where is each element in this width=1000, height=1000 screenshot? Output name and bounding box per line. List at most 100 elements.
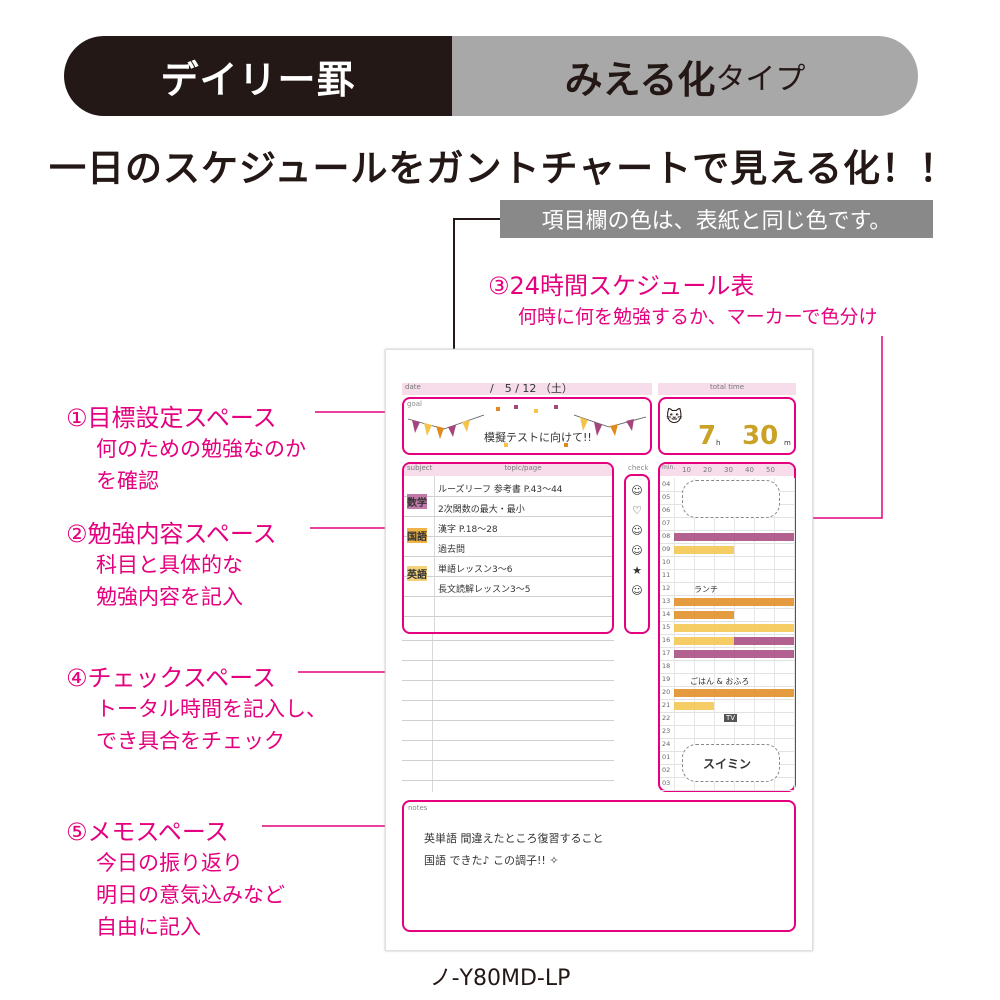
hour-label: 13: [662, 597, 671, 605]
sleep-cloud: スイミン: [682, 744, 780, 782]
minute-rule: [754, 478, 755, 790]
callout-check-title: ④チェックスペース: [66, 664, 276, 692]
callout-schedule-body: 何時に何を勉強するか、マーカーで色分け: [518, 306, 878, 328]
hour-label: 09: [662, 545, 671, 553]
model-number: ノ-Y80MD-LP: [429, 966, 571, 991]
hour-label: 15: [662, 623, 671, 631]
hour-label: 19: [662, 675, 671, 683]
tick-10: 10: [682, 466, 691, 474]
hour-label: 10: [662, 558, 671, 566]
callout-check-body-2: でき具合をチェック: [96, 729, 285, 753]
schedule-bar: [674, 533, 794, 541]
hour-rule: [660, 621, 794, 622]
type-variant-small: タイプ: [715, 62, 806, 97]
hour-label: 20: [662, 688, 671, 696]
hour-rule: [660, 608, 794, 609]
schedule-bar: [674, 650, 794, 658]
bunting-decoration: [407, 405, 647, 447]
hour-label: 16: [662, 636, 671, 644]
hour-label: 07: [662, 519, 671, 527]
callout-check: ④チェックスペース トータル時間を記入し、 でき具合をチェック: [66, 658, 327, 757]
hour-label: 02: [662, 766, 671, 774]
total-time-label: total time: [658, 383, 796, 395]
minute-rule: [694, 478, 695, 790]
callout-memo-body-3: 自由に記入: [96, 915, 201, 939]
schedule-bar: [674, 637, 734, 645]
hour-rule: [660, 699, 794, 700]
type-variant-label: みえる化タイプ: [452, 36, 918, 116]
callout-goal: ①目標設定スペース 何のための勉強なのか を確認: [66, 398, 306, 497]
minute-rule: [674, 478, 675, 790]
min-label: min.: [662, 464, 676, 471]
color-note-box: 項目欄の色は、表紙と同じ色です。: [500, 200, 933, 238]
subject-2: 国語: [407, 528, 427, 543]
notes-box: notes 英単語 間違えたところ復習すること 国語 できた♪ この調子!! ✧: [402, 800, 796, 932]
minute-rule: [774, 478, 775, 790]
minutes-unit: m: [784, 439, 791, 447]
schedule-bar: [674, 598, 794, 606]
hour-label: 17: [662, 649, 671, 657]
tick-40: 40: [745, 466, 754, 474]
hour-rule: [660, 712, 794, 713]
hour-rule: [660, 673, 794, 674]
callout-memo-body-2: 明日の意気込みなど: [96, 883, 285, 907]
hour-label: 21: [662, 701, 671, 709]
note-sleep: スイミン: [703, 757, 752, 771]
callout-goal-body-1: 何のための勉強なのか: [96, 437, 306, 461]
goal-text: 模擬テストに向けて!!: [484, 431, 592, 444]
subject-1: 数学: [407, 494, 427, 509]
topic-header: topic/page: [434, 464, 612, 476]
hour-rule: [660, 660, 794, 661]
notes-line-1: 英単語 間違えたところ復習すること: [424, 832, 604, 845]
subject-header: subject: [404, 464, 434, 476]
minute-rule: [794, 478, 795, 790]
tick-20: 20: [703, 466, 712, 474]
callout-goal-title: ①目標設定スペース: [66, 404, 277, 432]
hour-rule: [660, 543, 794, 544]
topic-3: 漢字 P.18～28: [438, 525, 498, 535]
hour-label: 11: [662, 571, 671, 579]
callout-check-body-1: トータル時間を記入し、: [96, 697, 327, 721]
callout-schedule: ③24時間スケジュール表 何時に何を勉強するか、マーカーで色分け: [488, 266, 877, 333]
topic-2: 2次関数の最大・最小: [438, 505, 525, 515]
check-box: ☺ ♡ ☺ ☺ ★ ☺: [624, 474, 650, 634]
tick-30: 30: [724, 466, 733, 474]
hour-rule: [660, 738, 794, 739]
hour-label: 01: [662, 753, 671, 761]
hour-label: 06: [662, 506, 671, 514]
check-mark-1: ☺: [631, 484, 643, 497]
tick-50: 50: [766, 466, 775, 474]
note-tv: TV: [724, 714, 738, 722]
schedule-bar: [734, 637, 794, 645]
callout-study-title: ②勉強内容スペース: [66, 520, 277, 548]
minutes-value: 30: [742, 421, 779, 451]
callout-study: ②勉強内容スペース 科目と具体的な 勉強内容を記入: [66, 514, 277, 613]
minute-rule: [714, 478, 715, 790]
schedule-header: min. 10 20 30 40 50: [660, 464, 794, 476]
hour-label: 24: [662, 740, 671, 748]
hour-rule: [660, 569, 794, 570]
check-mark-2: ♡: [632, 504, 642, 517]
callout-memo: ⑤メモスペース 今日の振り返り 明日の意気込みなど 自由に記入: [66, 812, 285, 943]
headline: 一日のスケジュールをガントチャートで見える化！！: [49, 147, 957, 190]
date-label: date: [405, 383, 421, 391]
hour-rule: [660, 647, 794, 648]
callout-memo-body-1: 今日の振り返り: [96, 851, 243, 875]
callout-study-body-1: 科目と具体的な: [96, 553, 243, 577]
topic-6: 長文読解レッスン3～5: [438, 585, 531, 595]
hour-rule: [660, 595, 794, 596]
hour-rule: [660, 790, 794, 791]
hours-value: 7: [698, 421, 717, 451]
schedule-bar: [674, 611, 734, 619]
hour-rule: [660, 686, 794, 687]
schedule-bar: [674, 546, 734, 554]
schedule-bar: [674, 689, 794, 697]
check-mark-3: ☺: [631, 524, 643, 537]
schedule-bar: [674, 702, 714, 710]
hour-rule: [660, 582, 794, 583]
type-label: デイリー罫: [64, 36, 452, 116]
topic-4: 過去問: [438, 545, 466, 555]
schedule-bar: [674, 624, 794, 632]
type-variant-main: みえる化: [564, 57, 716, 102]
